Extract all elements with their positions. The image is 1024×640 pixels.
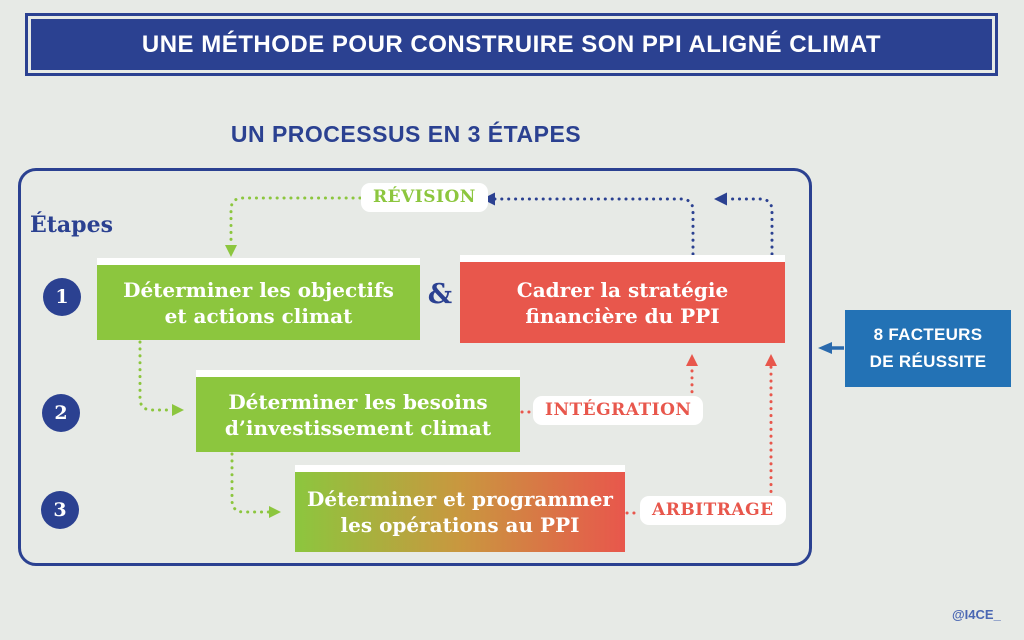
strategy-box-line1: Cadrer la stratégie	[516, 277, 729, 302]
step-3-badge: 3	[41, 491, 79, 529]
strategy-box: Cadrer la stratégie financière du PPI	[460, 255, 785, 343]
arbitrage-label: ARBITRAGE	[640, 496, 786, 525]
step-1-box-line2: et actions climat	[164, 303, 353, 328]
steps-label: Étapes	[30, 212, 113, 238]
step-1-box: Déterminer les objectifs et actions clim…	[97, 258, 420, 340]
ampersand: &	[427, 279, 453, 310]
title-banner: UNE MÉTHODE POUR CONSTRUIRE SON PPI ALIG…	[25, 13, 998, 76]
strategy-box-line2: financière du PPI	[525, 303, 720, 328]
success-factors-line2: DE RÉUSSITE	[869, 351, 987, 371]
page-title: UNE MÉTHODE POUR CONSTRUIRE SON PPI ALIG…	[31, 19, 992, 70]
step-2-box-line2: d’investissement climat	[224, 415, 492, 440]
step-2-box-line1: Déterminer les besoins	[228, 389, 488, 414]
process-frame	[18, 168, 812, 566]
step-1-box-line1: Déterminer les objectifs	[123, 277, 394, 302]
step-3-box: Déterminer et programmer les opérations …	[295, 465, 625, 552]
success-factors-note: 8 FACTEURS DE RÉUSSITE	[845, 310, 1011, 387]
step-3-box-line2: les opérations au PPI	[340, 513, 580, 537]
revision-label: RÉVISION	[361, 183, 488, 212]
step-3-box-line1: Déterminer et programmer	[307, 487, 613, 511]
success-factors-line1: 8 FACTEURS	[873, 325, 983, 345]
step-2-badge: 2	[42, 394, 80, 432]
step-1-badge: 1	[43, 278, 81, 316]
section-subtitle: UN PROCESSUS EN 3 ÉTAPES	[230, 121, 582, 147]
step-2-box: Déterminer les besoins d’investissement …	[196, 370, 520, 452]
integration-label: INTÉGRATION	[533, 396, 704, 425]
social-handle: @I4CE_	[952, 607, 1001, 622]
